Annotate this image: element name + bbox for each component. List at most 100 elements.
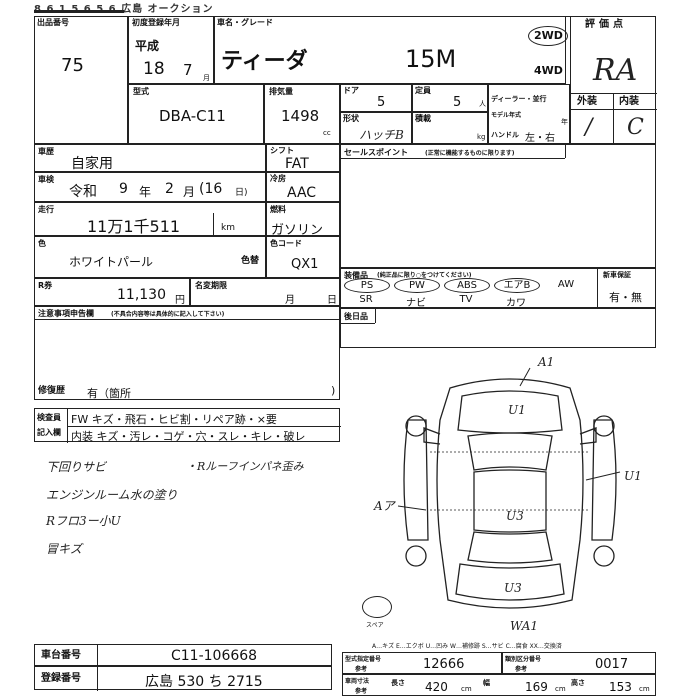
sales-point-cell: セールスポイント (正常に機能するものに限ります) — [340, 144, 656, 268]
handwritten-note-2: エンジンルーム水の塗り — [46, 488, 178, 502]
registration-cell: 登録番号 広島 530 ち 2715 — [34, 666, 332, 691]
lot-number: 75 — [61, 55, 84, 76]
ac-label: 冷房 — [270, 174, 286, 183]
recycle-cell: R券 11,130 円 — [34, 278, 190, 306]
usage-label: 車歴 — [38, 147, 54, 156]
doors-value: 5 — [377, 95, 386, 110]
inspector-label-1: 検査員 — [37, 413, 61, 422]
sales-point-label: セールスポイント — [344, 148, 408, 157]
equipment-item: PW ナビ — [394, 278, 440, 309]
ac-value: AAC — [287, 185, 317, 201]
recycle-value: 11,130 — [117, 287, 166, 303]
registration-value: 広島 530 ち 2715 — [145, 674, 263, 690]
dimensions-cell: 車両寸法 参考 長さ 420 cm 幅 169 cm 高さ 153 cm — [342, 674, 656, 696]
dimensions-sub: 参考 — [355, 688, 368, 695]
inspection-cell: 車検 令和 9 年 2 月 (16 日) — [34, 172, 266, 202]
registration-label: 登録番号 — [41, 673, 81, 684]
new-car-warranty-label: 新車保証 — [603, 271, 631, 279]
handwritten-note-1: 下回りサビ — [46, 460, 107, 474]
post-items-label: 後日品 — [344, 312, 368, 321]
model-cell: 車名・グレード ティーダ 15M — [214, 16, 566, 84]
fuel-value: ガソリン — [271, 223, 324, 238]
mark-a1: A1 — [537, 355, 554, 369]
color-label: 色 — [38, 239, 46, 248]
first-reg-month: 7 — [183, 61, 193, 79]
inspection-day-unit: 日) — [235, 188, 248, 198]
evaluation-label: 評価点 — [585, 19, 627, 30]
width-label: 幅 — [483, 679, 490, 687]
width-unit: cm — [555, 685, 566, 693]
equipment-name: ナビ — [406, 298, 426, 309]
equipment-note: (純正品に限り○をつけてください) — [377, 272, 472, 279]
seats-cell: 定員 5 人 — [412, 84, 488, 112]
chassis-value: C11-106668 — [171, 648, 258, 664]
equipment-code: エアB — [494, 278, 540, 293]
first-reg-label: 初度登録年月 — [132, 18, 180, 27]
inspector-row-2: 内装 キズ・汚レ・コゲ・穴・スレ・キレ・破レ — [71, 430, 306, 443]
color-cell: 色 ホワイトパール 色替 — [34, 236, 266, 278]
body-shape-label: 形状 — [343, 114, 359, 123]
exterior-score: / — [585, 115, 593, 140]
length-label: 長さ — [391, 679, 405, 687]
car-trunk — [455, 563, 565, 601]
fuel-label: 燃料 — [270, 205, 286, 214]
category-cell: 類別区分番号 参考 0017 — [502, 652, 656, 674]
color-code-label: 色コード — [270, 239, 302, 248]
mark-u1-side: U1 — [624, 469, 642, 483]
inspector-row-1: FW キズ・飛石・ヒビ割・リペア跡・×要 — [71, 413, 277, 426]
equipment-label: 装備品 — [344, 271, 368, 280]
usage-value: 自家用 — [71, 156, 113, 172]
repair-label: 修復歴 — [38, 386, 66, 396]
wheel-fl-icon — [405, 415, 427, 437]
inspection-year-unit: 年 — [139, 185, 152, 199]
mileage-unit: km — [221, 223, 235, 233]
category-value: 0017 — [595, 657, 629, 672]
equipment-item: AW — [544, 278, 590, 308]
displacement-label: 排気量 — [269, 87, 293, 96]
notes-sub: (不具合内容等は具体的に記入して下さい) — [111, 311, 225, 318]
new-car-warranty-value: 有・無 — [609, 291, 642, 304]
drive-cell: 2WD 4WD — [528, 16, 568, 84]
spare-wheel-icon — [362, 596, 392, 618]
name-change-label: 名変期限 — [195, 281, 227, 290]
spare-label: スペア — [366, 622, 384, 629]
handwritten-note-4: 冒キズ — [46, 542, 83, 556]
handwritten-note-right: ・Rルーフインパネ歪み — [186, 460, 304, 473]
repair-value: 有（箇所 — [87, 387, 131, 400]
inspection-label: 車検 — [38, 175, 54, 184]
handle-label: ハンドル — [491, 131, 519, 139]
mirror-left-icon — [423, 427, 441, 445]
interior-score: C — [627, 115, 644, 140]
wheel-fr-icon — [593, 415, 615, 437]
mark-bottom: WA1 — [510, 619, 538, 633]
wheel-rr-icon — [593, 545, 615, 567]
post-items-cell: 後日品 — [340, 308, 656, 348]
side-left — [403, 419, 429, 541]
name-change-month: 月 — [285, 295, 295, 306]
equipment-code: PW — [394, 278, 440, 293]
name-change-cell: 名変期限 月 日 — [190, 278, 340, 306]
wheel-rl-icon — [405, 545, 427, 567]
height-label: 高さ — [571, 679, 585, 687]
fuel-cell: 燃料 ガソリン — [266, 202, 340, 238]
drive-2wd-circle — [528, 26, 568, 46]
notes-label: 注意事項申告欄 — [38, 309, 94, 318]
exterior-label: 外装 — [577, 96, 597, 107]
category-label: 類別区分番号 — [505, 656, 542, 663]
equipment-code: PS — [344, 278, 390, 293]
chassis-cell: 車台番号 C11-106668 — [34, 644, 332, 667]
inspection-day: (16 — [199, 181, 223, 197]
equipment-code: AW — [557, 279, 575, 290]
notes-cell: 注意事項申告欄 (不具合内容等は具体的に記入して下さい) 修復歴 有（箇所 ) — [34, 306, 341, 400]
color-change-label: 色替 — [241, 256, 260, 266]
equipment-name: SR — [359, 294, 373, 305]
handle-value: 左・右 — [525, 133, 555, 144]
inspection-year: 9 — [119, 181, 128, 197]
model-year-label: モデル年式 — [491, 112, 522, 119]
drive-4wd: 4WD — [534, 64, 563, 77]
car-outline — [436, 378, 584, 609]
length-unit: cm — [461, 685, 472, 693]
legend: A…キズ E…エクボ U…凹み W…補修跡 S…サビ C…腐食 XX…交換済 — [372, 643, 562, 650]
